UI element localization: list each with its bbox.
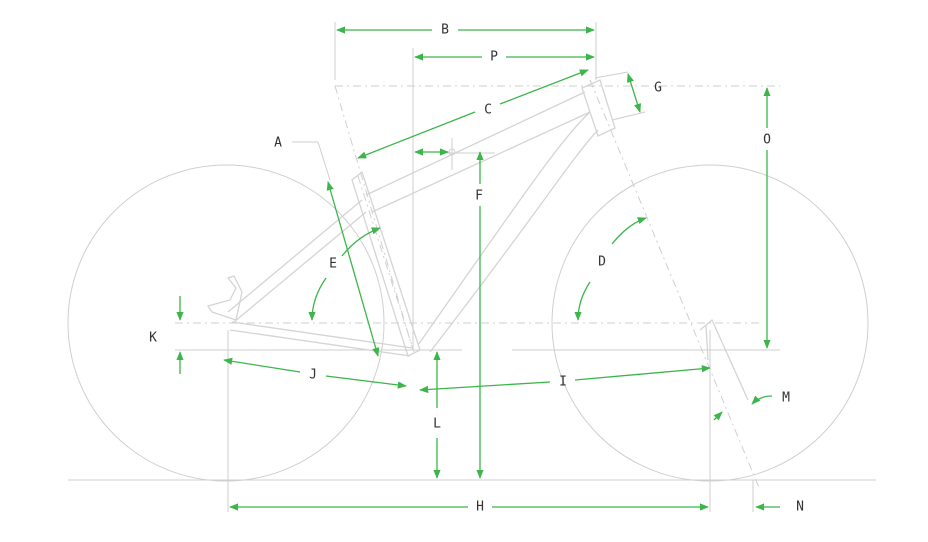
label-h: H [476,500,484,515]
label-a: A [274,136,282,151]
label-m: M [782,391,790,406]
rear-wheel [67,164,385,482]
label-n: N [796,500,804,515]
bike-frame [206,79,749,401]
label-b: B [441,23,449,38]
label-c: C [484,103,492,118]
label-o: O [763,133,771,148]
label-g: G [654,81,662,96]
label-j: J [309,368,317,383]
label-e: E [329,257,337,272]
label-k: K [149,331,157,346]
dimension-lines [176,26,780,511]
label-p: P [490,50,498,65]
label-f: F [475,189,483,204]
label-l: L [433,417,441,432]
reference-lines [175,22,780,512]
label-d: D [598,255,606,270]
label-i: I [559,375,567,390]
